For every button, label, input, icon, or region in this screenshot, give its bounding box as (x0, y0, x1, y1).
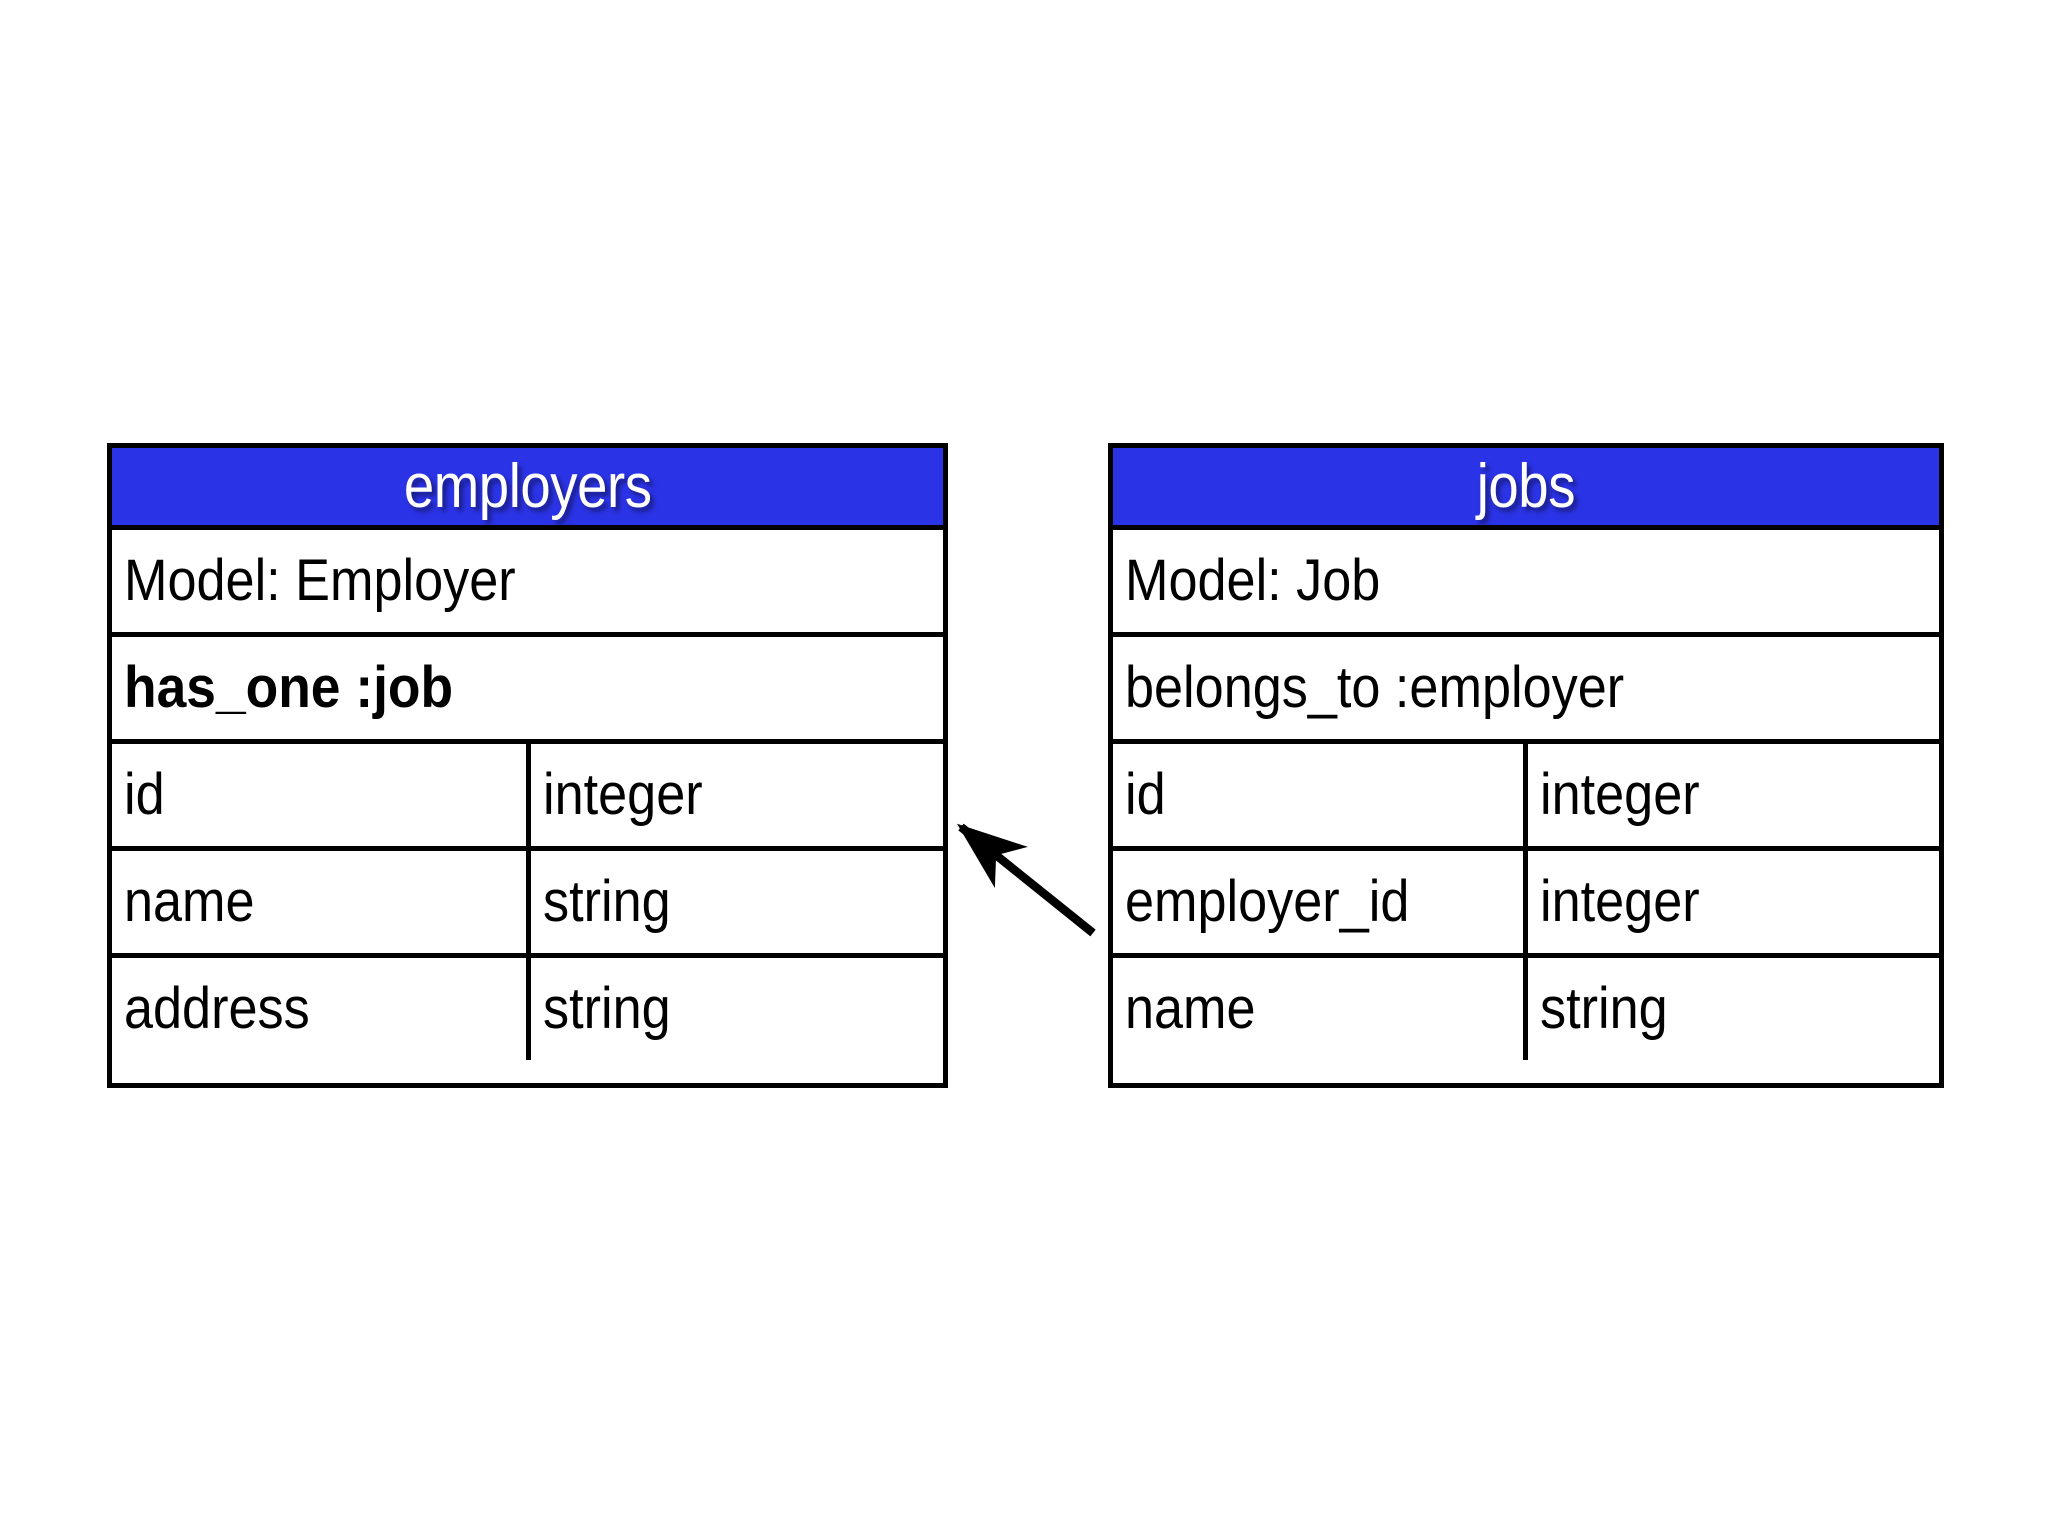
entity-employers-model-row: Model: Employer (112, 525, 943, 632)
column-name: name (1113, 958, 1528, 1060)
column-name: name (112, 851, 531, 953)
table-row: name string (112, 846, 943, 953)
entity-jobs-header: jobs (1113, 448, 1939, 525)
column-type: integer (1540, 869, 1700, 934)
column-name: id (1113, 744, 1528, 846)
column-name: id (112, 744, 531, 846)
column-name: employer_id (1113, 851, 1528, 953)
entity-jobs[interactable]: jobs Model: Job belongs_to :employer id … (1108, 443, 1944, 1088)
column-type: string (1540, 976, 1668, 1041)
table-row: id integer (1113, 739, 1939, 846)
entity-jobs-title: jobs (1476, 451, 1576, 521)
table-row: name string (1113, 953, 1939, 1060)
column-type: string (543, 976, 671, 1041)
entity-employers-title: employers (403, 451, 652, 521)
table-row: id integer (112, 739, 943, 846)
column-type: integer (543, 762, 703, 827)
entity-employers[interactable]: employers Model: Employer has_one :job i… (107, 443, 948, 1088)
entity-jobs-model-row: Model: Job (1113, 525, 1939, 632)
entity-employers-association-label: has_one :job (124, 655, 454, 720)
table-row: address string (112, 953, 943, 1060)
entity-jobs-association-row: belongs_to :employer (1113, 632, 1939, 739)
column-type: string (543, 869, 671, 934)
entity-employers-association-row: has_one :job (112, 632, 943, 739)
column-name: address (112, 958, 531, 1060)
relationship-arrow-icon (957, 823, 1096, 937)
entity-employers-model-label: Model: Employer (124, 548, 516, 613)
entity-employers-header: employers (112, 448, 943, 525)
table-row: employer_id integer (1113, 846, 1939, 953)
column-type: integer (1540, 762, 1700, 827)
entity-jobs-association-label: belongs_to :employer (1125, 655, 1625, 720)
entity-jobs-model-label: Model: Job (1125, 548, 1381, 613)
